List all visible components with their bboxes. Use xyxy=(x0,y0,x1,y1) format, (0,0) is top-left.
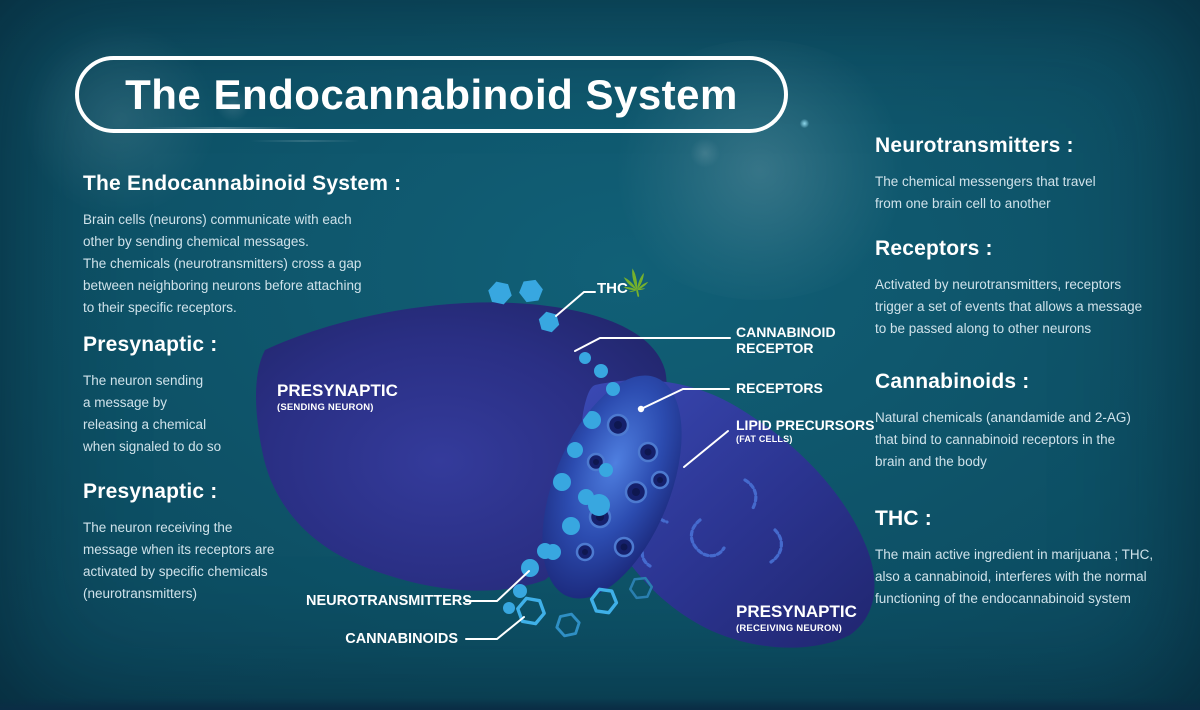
receptor-pointer-dot xyxy=(637,405,645,413)
diagram-label-cannabinoid-receptor: CANNABINOID RECEPTOR xyxy=(736,324,836,356)
diagram-label-line: PRESYNAPTIC xyxy=(736,602,857,621)
diagram-label-subtitle: (RECEIVING NEURON) xyxy=(736,623,842,634)
callout-receptors xyxy=(640,388,730,410)
callout-neurotransmitters xyxy=(465,570,530,602)
section-text-line: The neuron sending xyxy=(83,373,204,388)
section-text-line: a message by xyxy=(83,395,168,410)
section-text-line: to be passed along to other neurons xyxy=(875,321,1092,336)
callout-thc xyxy=(555,291,596,317)
section-text-line: The chemicals (neurotransmitters) cross … xyxy=(83,256,362,271)
section-heading: Receptors : xyxy=(875,237,993,260)
section-text-line: Brain cells (neurons) communicate with e… xyxy=(83,212,352,227)
section-text-line: Natural chemicals (anandamide and 2-AG) xyxy=(875,410,1131,425)
section-text-line: other by sending chemical messages. xyxy=(83,234,309,249)
section-text-line: message when its receptors are xyxy=(83,542,275,557)
diagram-label-lipid-precursors: LIPID PRECURSORS (FAT CELLS) xyxy=(736,418,874,446)
bottom-edge-shade xyxy=(0,698,1200,710)
cannabis-leaf-icon xyxy=(622,268,649,297)
section-text-line: Activated by neurotransmitters, receptor… xyxy=(875,277,1122,292)
diagram-label-line: LIPID PRECURSORS xyxy=(736,417,875,433)
diagram-label-subtitle: (FAT CELLS) xyxy=(736,434,793,444)
diagram-label-presynaptic-sending: PRESYNAPTIC (SENDING NEURON) xyxy=(277,382,398,416)
section-text-line: that bind to cannabinoid receptors in th… xyxy=(875,432,1116,447)
diagram-label-presynaptic-receiving: PRESYNAPTIC (RECEIVING NEURON) xyxy=(736,603,857,637)
section-text-line: trigger a set of events that allows a me… xyxy=(875,299,1143,314)
section-heading: Presynaptic : xyxy=(83,333,218,356)
section-presynaptic-sending: Presynaptic : The neuron sending a messa… xyxy=(83,333,221,458)
section-text-line: releasing a chemical xyxy=(83,417,207,432)
diagram-label-line: PRESYNAPTIC xyxy=(277,381,398,400)
page-title: The Endocannabinoid System xyxy=(125,70,738,118)
callout-lipid-precursors xyxy=(683,430,729,468)
section-heading: The Endocannabinoid System : xyxy=(83,172,402,195)
diagram-label-receptors: RECEPTORS xyxy=(736,380,823,396)
section-heading: Presynaptic : xyxy=(83,480,218,503)
section-text-line: when signaled to do so xyxy=(83,439,222,454)
title-banner: The Endocannabinoid System xyxy=(75,56,788,133)
synapse-vesicle-region xyxy=(542,375,682,599)
section-text-line: between neighboring neurons before attac… xyxy=(83,278,362,293)
callout-cannabinoids xyxy=(465,616,525,640)
section-receptors: Receptors : Activated by neurotransmitte… xyxy=(875,237,1142,340)
section-text-line: (neurotransmitters) xyxy=(83,586,198,601)
callout-cannabinoid-receptor xyxy=(574,337,731,352)
diagram-label-subtitle: (SENDING NEURON) xyxy=(277,402,374,413)
section-heading: THC : xyxy=(875,507,932,530)
diagram-label-neurotransmitters: NEUROTRANSMITTERS xyxy=(306,593,472,609)
callout-lines xyxy=(465,291,731,640)
section-text-line: The chemical messengers that travel xyxy=(875,174,1096,189)
diagram-label-line: RECEPTOR xyxy=(736,340,814,356)
section-text-line: The main active ingredient in marijuana … xyxy=(875,547,1154,562)
light-streak xyxy=(250,140,360,142)
section-text-line: also a cannabinoid, interferes with the … xyxy=(875,569,1147,584)
section-heading: Cannabinoids : xyxy=(875,370,1030,393)
section-text-line: functioning of the endocannabinoid syste… xyxy=(875,591,1131,606)
section-thc: THC : The main active ingredient in mari… xyxy=(875,507,1153,610)
neurotransmitter-vesicles xyxy=(545,411,613,560)
section-text-line: from one brain cell to another xyxy=(875,196,1051,211)
diagram-label-line: CANNABINOID xyxy=(736,324,836,340)
section-text-line: The neuron receiving the xyxy=(83,520,233,535)
free-neurotransmitter-dots xyxy=(503,352,620,614)
section-endocannabinoid-system: The Endocannabinoid System : Brain cells… xyxy=(83,172,401,319)
section-text-line: brain and the body xyxy=(875,454,987,469)
section-text-line: activated by specific chemicals xyxy=(83,564,268,579)
diagram-label-cannabinoids: CANNABINOIDS xyxy=(345,631,458,647)
diagram-label-thc: THC xyxy=(597,280,628,297)
section-heading: Neurotransmitters : xyxy=(875,134,1074,157)
light-streak xyxy=(140,127,300,129)
section-presynaptic-receiving: Presynaptic : The neuron receiving the m… xyxy=(83,480,274,605)
section-text-line: to their specific receptors. xyxy=(83,300,237,315)
section-cannabinoids: Cannabinoids : Natural chemicals (ananda… xyxy=(875,370,1131,473)
section-neurotransmitters: Neurotransmitters : The chemical messeng… xyxy=(875,134,1096,215)
